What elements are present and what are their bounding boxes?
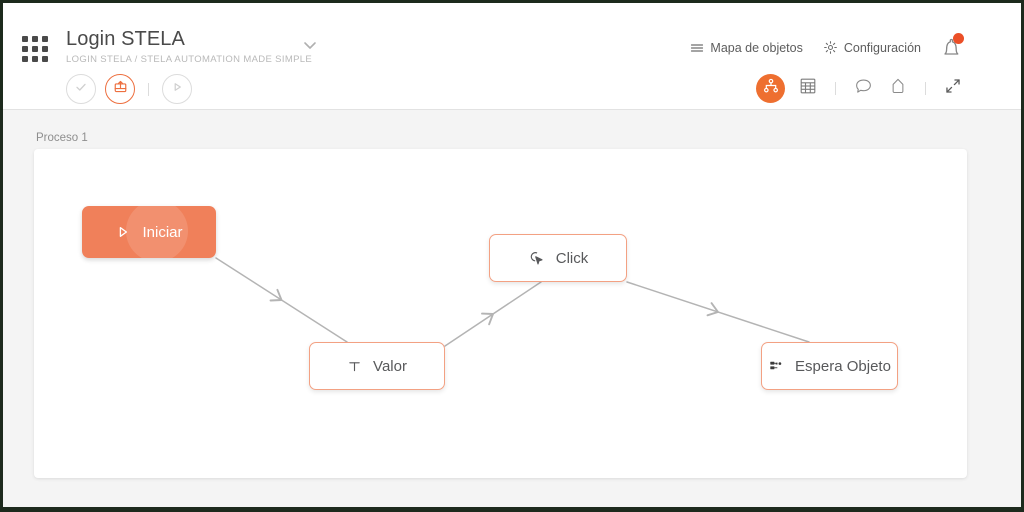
header-link-label: Configuración [843, 40, 921, 55]
header-link-configuracion[interactable]: Configuración [823, 40, 921, 55]
flow-node-click[interactable]: Click [489, 234, 627, 282]
app-header: Login STELA LOGIN STELA / STELA AUTOMATI… [3, 3, 1021, 110]
flow-diagram-card[interactable]: Iniciar Valor [34, 149, 967, 478]
comments-button[interactable] [851, 77, 875, 101]
chevron-down-icon[interactable] [300, 35, 320, 55]
flow-canvas-area: Proceso 1 Iniciar [3, 110, 1021, 507]
flow-node-espera-objeto[interactable]: Espera Objeto [761, 342, 898, 390]
play-icon [170, 80, 184, 99]
breadcrumb: LOGIN STELA / STELA AUTOMATION MADE SIMP… [66, 54, 313, 65]
gear-icon [823, 40, 838, 55]
flow-view-button[interactable] [756, 74, 785, 103]
notifications-button[interactable] [936, 33, 966, 65]
flow-connection-arrowhead [269, 288, 283, 302]
flow-node-iniciar[interactable]: Iniciar [82, 206, 216, 258]
process-label: Proceso 1 [36, 132, 88, 144]
expand-arrows-icon [944, 77, 962, 100]
apps-grid-icon[interactable] [21, 35, 49, 63]
header-link-mapa-de-objetos[interactable]: Mapa de objetos [690, 40, 803, 55]
flow-connections [215, 257, 810, 347]
toolbar-divider [925, 82, 926, 95]
run-button[interactable] [162, 74, 192, 104]
check-icon [74, 80, 88, 99]
sitemap-icon [762, 77, 780, 100]
flow-node-label: Espera Objeto [795, 357, 891, 375]
flow-connection-arrowhead [706, 302, 719, 317]
object-wait-icon [768, 358, 784, 374]
status-badge [953, 33, 964, 44]
flow-node-label: Valor [373, 357, 407, 375]
bell-icon [936, 38, 966, 67]
title-block: Login STELA LOGIN STELA / STELA AUTOMATI… [66, 27, 312, 65]
tag-icon [889, 77, 907, 100]
tag-button[interactable] [886, 77, 910, 101]
page-title: Login STELA [66, 28, 185, 50]
comment-bubble-icon [854, 77, 873, 101]
flow-node-valor[interactable]: Valor [309, 342, 445, 390]
header-link-label: Mapa de objetos [710, 40, 803, 55]
flow-node-label: Click [555, 249, 589, 267]
toolbar-divider [148, 82, 149, 96]
app-window: Login STELA LOGIN STELA / STELA AUTOMATI… [3, 3, 1021, 507]
cursor-click-icon [528, 250, 545, 267]
list-lines-icon [690, 41, 704, 55]
flow-connection-arrowhead [481, 312, 494, 326]
flow-node-label: Iniciar [142, 223, 183, 241]
table-view-button[interactable] [796, 77, 820, 101]
header-links: Mapa de objetos Configuración [690, 40, 921, 55]
save-button[interactable] [105, 74, 135, 104]
validate-button[interactable] [66, 74, 96, 104]
process-action-toolbar [66, 74, 192, 104]
fullscreen-button[interactable] [941, 77, 965, 101]
save-box-icon [113, 79, 128, 99]
view-mode-toolbar [756, 74, 965, 103]
play-triangle-icon [115, 224, 131, 240]
toolbar-divider [835, 82, 836, 95]
text-t-icon [347, 359, 362, 374]
table-grid-icon [799, 77, 817, 100]
window-bottom-strip [3, 483, 1021, 507]
